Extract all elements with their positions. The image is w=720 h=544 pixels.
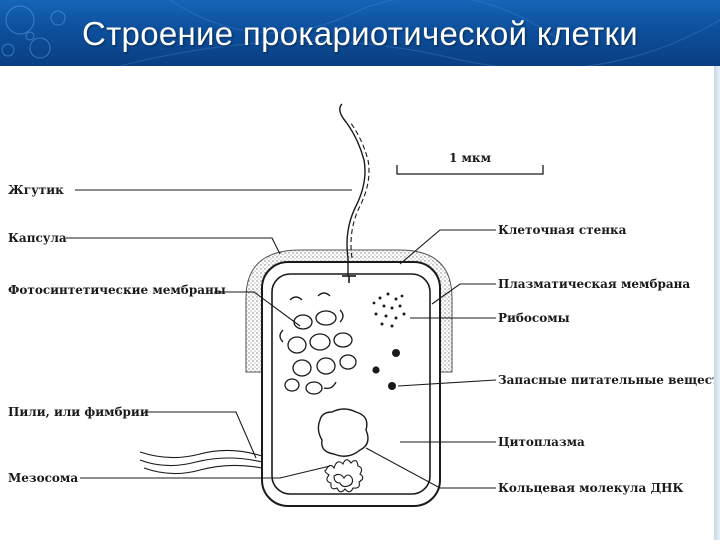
header-decoration bbox=[1, 0, 720, 66]
label-plasma-membrane: Плазматическая мембрана bbox=[498, 277, 690, 291]
label-photosynthetic-membranes: Фотосинтетические мембраны bbox=[8, 283, 226, 297]
prokaryotic-cell-diagram: 1 мкм bbox=[8, 103, 720, 507]
leader-lines bbox=[66, 189, 497, 489]
pili bbox=[139, 449, 263, 475]
reserve-nutrients bbox=[372, 349, 400, 390]
label-ribosomes: Рибосомы bbox=[498, 311, 570, 325]
scale-label: 1 мкм bbox=[449, 151, 492, 165]
nucleoid-region bbox=[317, 408, 369, 457]
scale-bar bbox=[396, 165, 544, 175]
label-mesosome: Мезосома bbox=[8, 471, 78, 485]
label-cytoplasm: Цитоплазма bbox=[498, 435, 585, 449]
label-flagellum: Жгутик bbox=[8, 183, 64, 197]
label-circular-dna: Кольцевая молекула ДНК bbox=[498, 481, 683, 495]
label-capsule: Капсула bbox=[8, 231, 67, 245]
right-edge-strip bbox=[714, 66, 720, 540]
ribosomes bbox=[372, 292, 406, 328]
label-reserve-nutrients: Запасные питательные вещества bbox=[498, 373, 714, 387]
slide-title: Строение прокариотической клетки bbox=[82, 15, 638, 52]
slide-header: Строение прокариотической клетки bbox=[0, 0, 720, 66]
diagram-area: 1 мкм bbox=[0, 66, 720, 540]
label-pili: Пили, или фимбрии bbox=[8, 405, 149, 419]
flagellum bbox=[339, 103, 370, 283]
circular-dna bbox=[324, 459, 364, 493]
label-cell-wall: Клеточная стенка bbox=[498, 223, 627, 237]
plasma-membrane bbox=[271, 273, 431, 495]
